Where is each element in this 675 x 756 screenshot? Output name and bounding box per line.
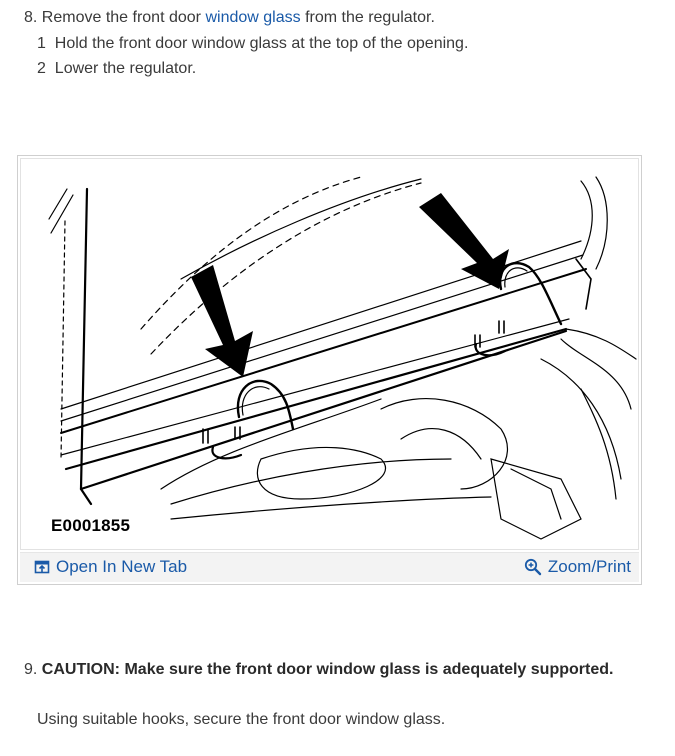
window-glass-link[interactable]: window glass	[205, 9, 301, 26]
substep-text: Hold the front door window glass at the …	[54, 35, 469, 52]
caution-label: CAUTION:	[41, 661, 121, 678]
figure-code: E0001855	[51, 516, 131, 535]
door-glass-illustration	[48, 176, 637, 540]
substep-2: 2 Lower the regulator.	[37, 59, 196, 79]
figure-card: E0001855 Open In New Tab Zoom/Print	[17, 155, 642, 585]
step-number: 9.	[24, 661, 38, 678]
figure-toolbar: Open In New Tab Zoom/Print	[20, 552, 639, 582]
open-in-new-tab-label: Open In New Tab	[56, 557, 188, 576]
step-text-after: from the regulator.	[305, 9, 435, 26]
substep-1: 1 Hold the front door window glass at th…	[37, 34, 468, 54]
step-9-caution: 9. CAUTION: Make sure the front door win…	[24, 660, 613, 680]
step-8-line: 8. Remove the front door window glass fr…	[24, 8, 435, 28]
open-in-new-tab-button[interactable]: Open In New Tab	[34, 557, 187, 577]
zoom-icon	[524, 558, 542, 576]
step-number: 8.	[24, 9, 38, 26]
substep-number: 1	[37, 35, 46, 52]
substep-number: 2	[37, 60, 46, 77]
substep-text: Lower the regulator.	[54, 60, 197, 77]
zoom-print-label: Zoom/Print	[547, 557, 631, 576]
figure-illustration[interactable]: E0001855	[20, 158, 639, 550]
step-text-before: Remove the front door	[41, 9, 201, 26]
caution-text: Make sure the front door window glass is…	[124, 661, 614, 678]
open-in-new-tab-icon	[34, 560, 50, 574]
step-9-body: Using suitable hooks, secure the front d…	[37, 711, 446, 728]
zoom-print-button[interactable]: Zoom/Print	[524, 557, 631, 577]
